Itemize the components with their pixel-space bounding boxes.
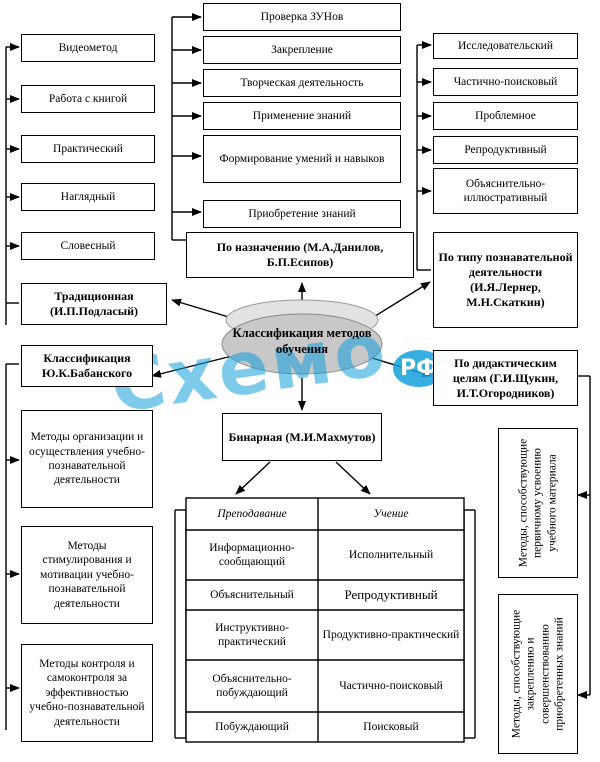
center-title: Классификация методов обучения <box>232 326 372 356</box>
purpose-item-skills: Формирование умений и навыков <box>203 135 401 183</box>
purpose-item-zun: Проверка ЗУНов <box>203 3 401 31</box>
traditional-item-visual: Наглядный <box>21 183 155 211</box>
traditional-item-book: Работа с книгой <box>21 85 155 113</box>
cognitive-classification: По типу познавательной деятельности (И.Я… <box>433 232 578 328</box>
traditional-item-practical: Практический <box>21 135 155 163</box>
table-cell-learning: Продуктивно-практический <box>322 628 460 641</box>
cognitive-item-partial-search: Частично-поисковый <box>433 68 578 96</box>
cognitive-item-reproductive: Репродуктивный <box>433 136 578 164</box>
purpose-item-application: Применение знаний <box>203 102 401 130</box>
cognitive-item-research: Исследовательский <box>433 33 578 59</box>
didactic-item-primary: Методы, способствующие первичному усвоен… <box>498 428 578 578</box>
purpose-item-creative: Творческая деятельность <box>203 69 401 97</box>
center-ellipse <box>221 313 383 375</box>
babansky-item-control: Методы контроля и самоконтроля за эффект… <box>21 644 153 742</box>
table-cell-learning: Репродуктивный <box>344 586 438 602</box>
table-cell-learning: Поисковый <box>363 720 419 733</box>
table-header-teaching: Преподавание <box>217 507 287 520</box>
table-cell-teaching: Инструктивно-практический <box>215 621 289 648</box>
table-cell-teaching: Объяснительный <box>210 588 294 601</box>
traditional-classification: Традиционная (И.П.Подласый) <box>21 283 167 325</box>
table-cell-teaching: Побуждающий <box>215 720 289 733</box>
didactic-item-consolidation: Методы, способствующие закреплению и сов… <box>498 594 578 754</box>
purpose-classification: По назначению (М.А.Данилов, Б.П.Есипов) <box>186 232 414 278</box>
table-cell-teaching: Объяснительно-побуждающий <box>212 672 292 699</box>
cognitive-item-explanatory: Объяснительно-иллюстративный <box>433 168 578 214</box>
didactic-classification: По дидактическим целям (Г.И.Щукин, И.Т.О… <box>433 350 578 406</box>
binary-classification: Бинарная (М.И.Махмутов) <box>222 413 382 461</box>
babansky-item-stimulation: Методы стимулирования и мотивации учебно… <box>21 526 153 624</box>
purpose-item-acquisition: Приобретение знаний <box>203 200 401 228</box>
babansky-item-organization: Методы организации и осуществления учебн… <box>21 410 153 508</box>
table-cell-learning: Частично-поисковый <box>339 679 443 692</box>
table-cell-teaching: Информационно-сообщающий <box>209 541 295 568</box>
cognitive-item-problem: Проблемное <box>433 102 578 130</box>
traditional-item-video: Видеометод <box>21 34 155 62</box>
babansky-classification: Классификация Ю.К.Бабанского <box>21 345 153 387</box>
purpose-item-consolidation: Закрепление <box>203 36 401 64</box>
table-cell-learning: Исполнительный <box>348 548 434 561</box>
table-header-learning: Учение <box>373 507 409 520</box>
traditional-item-verbal: Словесный <box>21 232 155 260</box>
